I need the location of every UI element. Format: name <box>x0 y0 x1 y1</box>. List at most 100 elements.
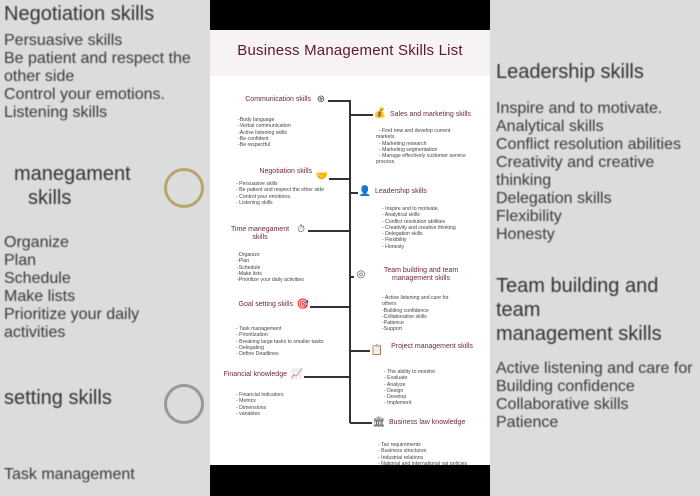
list-item: - Delegation skills <box>382 231 423 238</box>
list-item: - Persuasive skills <box>236 181 278 187</box>
connector-branch <box>350 276 354 278</box>
bg-text: Active listening and care for <box>496 360 693 377</box>
list-item: -Verbal communication <box>238 123 291 130</box>
list-item: - variables <box>236 410 260 417</box>
section-title: Team building and team management skills <box>383 267 459 282</box>
connector-branch <box>304 376 349 378</box>
list-item: - Active listening and care for <box>382 295 449 301</box>
bg-clock-icon <box>164 168 204 208</box>
section-list: - Financial indicators- Metrics- Dimensi… <box>236 392 284 417</box>
list-item: - Industrial relations <box>378 454 424 461</box>
list-item: -Schedule <box>237 264 261 271</box>
bg-person-icon <box>164 384 204 424</box>
list-item: -Plan <box>237 258 250 265</box>
list-item: -Prioritize your daily activities <box>237 277 304 284</box>
list-item: -Building confidence <box>382 307 429 314</box>
list-item: - Inspire and to motivate. <box>382 206 440 212</box>
connector-trunk <box>349 100 351 423</box>
section-list: - The ability to monitor- Evaluate- Anal… <box>384 369 435 407</box>
list-item: -Active listening skills <box>238 129 288 136</box>
list-item: -Body language <box>238 117 275 123</box>
connector-branch <box>350 114 373 116</box>
bg-text: Persuasive skills <box>4 32 123 49</box>
list-item: - Analyze <box>384 381 406 388</box>
bg-text: Make lists <box>4 288 76 305</box>
list-item: - Task management <box>236 326 282 332</box>
list-item: - Develop <box>384 394 407 401</box>
list-item: -Support <box>382 326 402 333</box>
goal-target-icon: 🎯 <box>296 299 310 310</box>
bg-heading: Negotiation skills <box>4 3 155 25</box>
list-item: - Implement <box>384 400 412 407</box>
list-item: - Marketing research <box>376 140 427 147</box>
list-item: - Prioritization <box>236 332 268 339</box>
list-item: - Breaking large tasks to smaller tasks <box>236 338 324 345</box>
bg-text: Plan <box>4 252 37 269</box>
handshake-icon: 🤝 <box>315 171 329 182</box>
list-item: - Control your emotions. <box>236 193 292 200</box>
bg-text: Listening skills <box>4 104 108 121</box>
section-title: Sales and marketing skills <box>390 111 471 118</box>
bg-text: Control your emotions. <box>4 86 165 103</box>
bg-text: Inspire and to motivate. <box>496 100 663 117</box>
bg-text: Task management <box>4 466 135 483</box>
title-bar <box>210 30 490 76</box>
presenter-icon: 📋 <box>370 345 384 356</box>
video-frame: Business Management Skills List ⊕ Communi… <box>210 0 490 496</box>
bg-text: Be patient and respect the other side <box>4 50 191 85</box>
section-title: Project management skills <box>391 343 473 350</box>
section-list: - Tax requirements- Business structures-… <box>378 442 467 465</box>
list-item: -Be confident <box>238 135 269 142</box>
list-item: -Collaborative skills <box>382 313 427 320</box>
section-list: -Body language-Verbal communication-Acti… <box>238 117 291 148</box>
bg-text: Delegation skills <box>496 190 612 207</box>
list-item: -Be respectful <box>238 142 271 149</box>
leader-icon: 👤 <box>358 186 372 197</box>
target-icon: ◎ <box>356 269 366 280</box>
list-item: - Delegating <box>236 344 264 351</box>
list-item: - National and international vat policie… <box>378 460 468 465</box>
crosshair-icon: ⊕ <box>316 94 326 105</box>
connector-branch <box>329 178 349 180</box>
section-list: - Inspire and to motivate.- Analytical s… <box>382 206 456 250</box>
bg-text: Flexibility <box>496 208 562 225</box>
list-item: others <box>382 301 397 308</box>
page-title: Business Management Skills List <box>237 42 463 59</box>
connector-branch <box>310 306 349 308</box>
section-title: Communication skills <box>245 96 311 103</box>
list-item: - Define Deadlines <box>236 351 279 358</box>
bg-heading: setting skills <box>4 387 112 409</box>
infographic: Business Management Skills List ⊕ Communi… <box>210 30 490 465</box>
section-list: -Organize-Plan-Schedule-Make lists-Prior… <box>237 252 304 283</box>
section-title: Financial knowledge <box>223 371 287 378</box>
list-item: - Evaluate <box>384 375 408 382</box>
bg-heading: management skills <box>496 323 662 345</box>
bg-text: Honesty <box>496 226 555 243</box>
bg-text: Conflict resolution abilities <box>496 136 681 153</box>
bg-heading: manegament <box>14 163 131 185</box>
list-item: - Design <box>384 387 404 394</box>
connector-branch <box>350 350 370 352</box>
bg-text: Schedule <box>4 270 71 287</box>
connector-branch <box>308 230 349 232</box>
list-item: - Be patient and respect the other side <box>236 187 324 194</box>
bg-text: Analytical skills <box>496 118 604 135</box>
list-item: - Manage effectively customer service <box>376 153 466 160</box>
list-item: - Flexibility <box>382 237 407 244</box>
clock-icon: ⏱ <box>297 224 305 235</box>
list-item: - The ability to monitor <box>384 369 436 375</box>
list-item: -Make lists <box>237 270 262 277</box>
list-item: - Analytical skills <box>382 212 420 219</box>
list-item: - Conflict resolution abilities <box>382 218 446 225</box>
section-title: Time manegament skills <box>230 226 290 241</box>
bg-heading: Leadership skills <box>496 61 644 83</box>
bg-text: Patience <box>496 414 559 431</box>
section-list: - Task management- Prioritization- Break… <box>236 326 324 357</box>
list-item: - Metrics <box>236 398 256 405</box>
list-item: - Creativity and creative thinking <box>382 224 456 231</box>
courthouse-icon: 🏛 <box>372 417 386 428</box>
bg-text: Collaborative skills <box>496 396 629 413</box>
list-item: - Find new and develop current <box>376 128 451 134</box>
connector-branch <box>328 100 349 102</box>
list-item: -Patience <box>382 320 404 327</box>
